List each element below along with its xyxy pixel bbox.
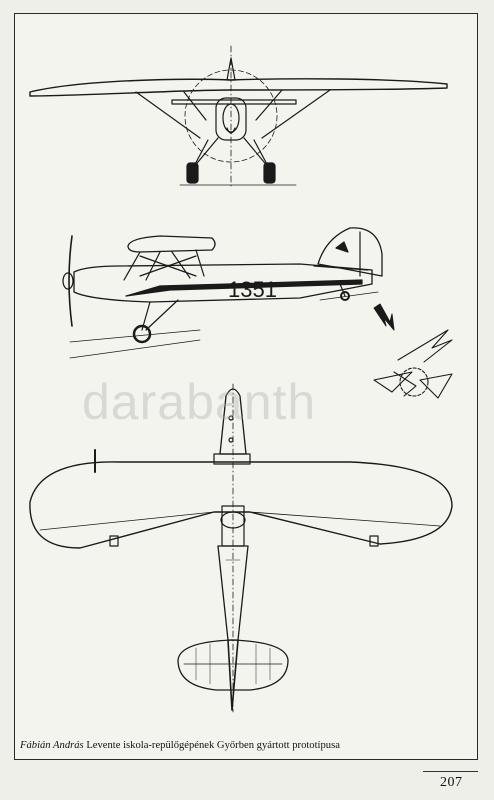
figure-frame	[14, 13, 478, 760]
watermark-text: darabanth	[82, 374, 317, 430]
winged-gear-emblem	[373, 329, 453, 399]
figure-caption: Fábián András Levente iskola-repülőgépén…	[20, 740, 470, 751]
plan-view	[29, 383, 453, 713]
aircraft-registration: 1351	[228, 277, 277, 302]
caption-author: Fábián András	[20, 740, 84, 751]
front-view	[29, 45, 448, 189]
side-view: 1351	[62, 227, 395, 359]
caption-text: Levente iskola-repülőgépének Győrben gyá…	[86, 740, 340, 751]
footer-rule	[423, 771, 478, 772]
page-number: 207	[440, 775, 463, 790]
